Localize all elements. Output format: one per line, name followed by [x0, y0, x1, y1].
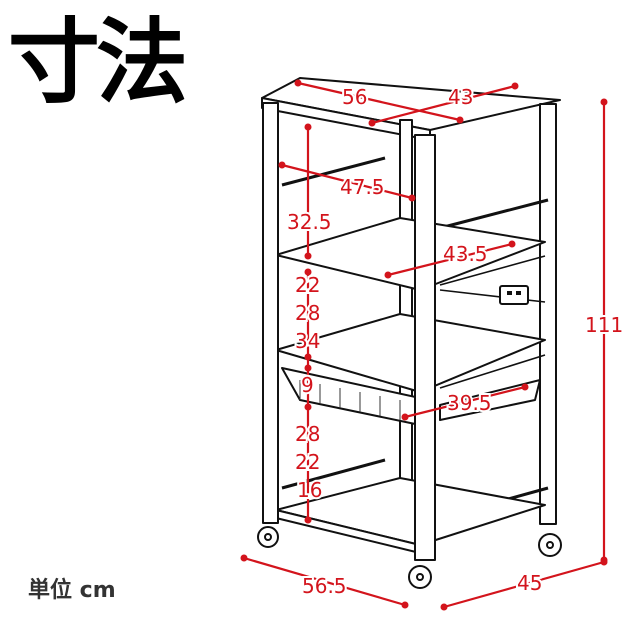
right-front-post — [414, 134, 436, 561]
rack-drawing — [257, 77, 562, 589]
left-front-post — [262, 102, 279, 524]
dim-basket-height: 9 — [301, 373, 314, 397]
page-title: 寸法 — [8, 8, 188, 116]
dim-overall-depth: 45 — [517, 571, 542, 595]
dim-gap-6: 16 — [297, 478, 322, 502]
dimension-labels: 56 43 47.5 32.5 43.5 22 28 34 9 28 22 16… — [285, 83, 625, 600]
middle-shelf — [275, 217, 546, 291]
dim-gap-1: 22 — [295, 273, 320, 297]
dim-gap-2: 28 — [295, 301, 320, 325]
dim-shelf-depth: 43.5 — [443, 242, 488, 266]
dim-basket-depth: 39.5 — [447, 391, 492, 415]
dim-overall-width: 56.5 — [302, 574, 347, 598]
caster-icon — [257, 526, 562, 589]
dim-inner-width: 47.5 — [340, 175, 385, 199]
outlet-icon — [499, 285, 529, 305]
dim-top-depth: 43 — [448, 85, 473, 109]
unit-label: 単位 cm — [28, 578, 116, 603]
dimension-lines — [240, 79, 608, 611]
dim-top-shelf-gap: 32.5 — [287, 210, 332, 234]
slide-shelf — [275, 313, 546, 393]
dim-top-width: 56 — [342, 85, 367, 109]
dim-gap-5: 22 — [295, 450, 320, 474]
dim-total-height: 111 — [585, 313, 623, 337]
dim-gap-3: 34 — [295, 329, 320, 353]
dim-gap-4: 28 — [295, 422, 320, 446]
right-post — [539, 103, 557, 525]
